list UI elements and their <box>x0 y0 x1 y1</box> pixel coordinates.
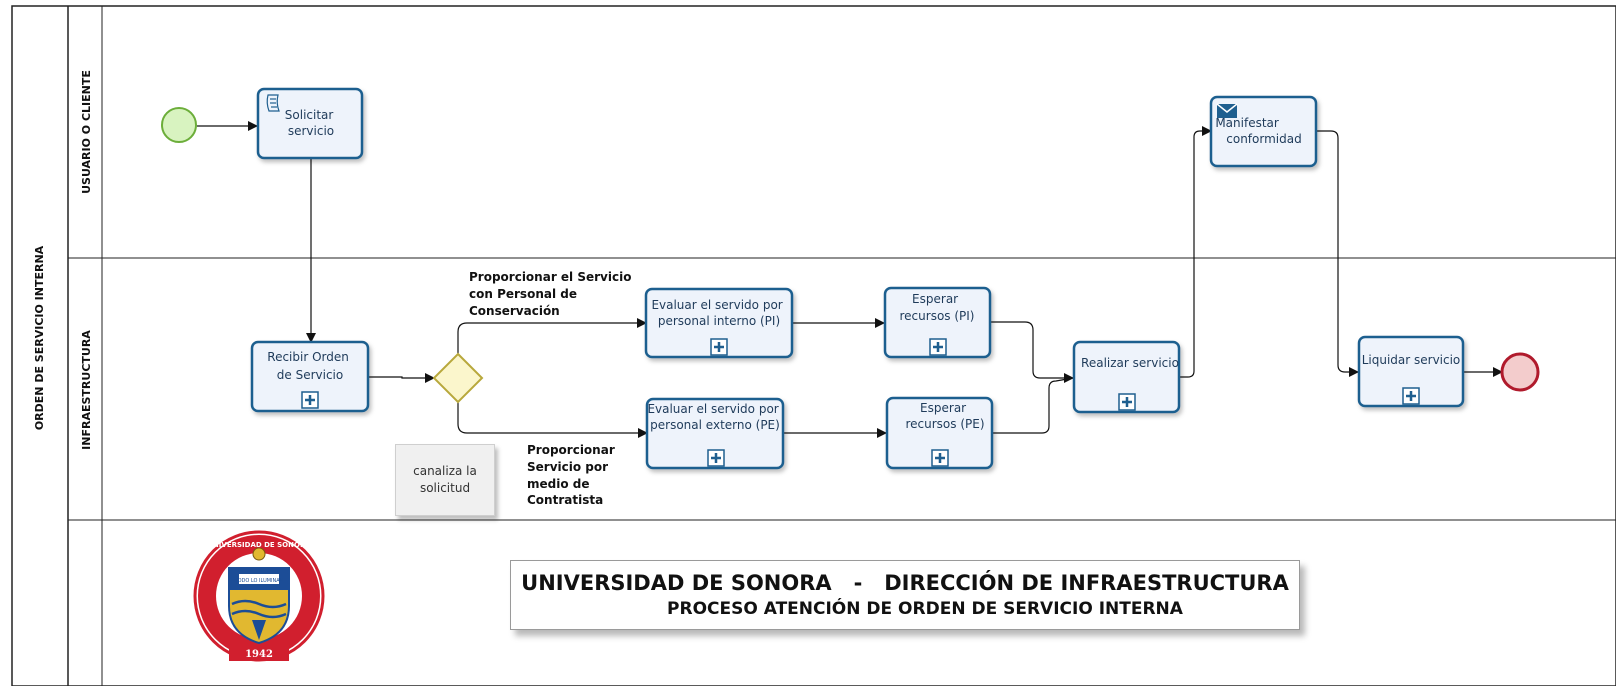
title-line-2: PROCESO ATENCIÓN DE ORDEN DE SERVICIO IN… <box>667 599 1183 619</box>
task-label-line: recursos (PI) <box>900 309 975 323</box>
pool-label: ORDEN DE SERVICIO INTERNA <box>33 245 46 430</box>
expand-subprocess-icon[interactable] <box>929 338 947 356</box>
svg-text:Evaluar el servido por p: Evaluar el servido por personal externo … <box>647 402 782 432</box>
expand-subprocess-icon[interactable] <box>707 449 725 467</box>
task-label-line: Manifestar <box>1215 116 1279 130</box>
svg-text:Recibir Orden de Servici: Recibir Orden de Servicio <box>267 350 352 382</box>
title-banner: UNIVERSIDAD DE SONORA - DIRECCIÓN DE INF… <box>510 560 1300 630</box>
text-annotation[interactable]: canaliza la solicitud <box>395 444 495 516</box>
flow-esperar-pi-to-realizar <box>990 321 1074 383</box>
expand-subprocess-icon[interactable] <box>1402 387 1420 405</box>
send-message-icon <box>1216 103 1238 118</box>
exclusive-gateway[interactable] <box>432 352 484 404</box>
task-label-line: Liquidar servicio <box>1362 353 1461 367</box>
script-task-icon <box>266 94 280 112</box>
lane-label-infraestructura: INFRAESTRUCTURA <box>80 330 93 450</box>
task-label-line: servicio <box>288 124 334 138</box>
lane-label-usuario: USUARIO O CLIENTE <box>80 70 93 194</box>
flow-recibir-to-gateway <box>368 373 435 383</box>
task-label-line: personal interno (PI) <box>658 314 780 328</box>
svg-text:Solicitar servicio: Solicitar servicio <box>285 108 337 138</box>
task-recibir-orden[interactable]: Recibir Orden de Servicio <box>250 340 370 413</box>
flow-manifestar-to-liquidar <box>1316 130 1359 377</box>
task-label-line: Evaluar el servido por <box>647 402 778 416</box>
task-label-line: Realizar servicio <box>1081 356 1179 370</box>
title-line-1: UNIVERSIDAD DE SONORA - DIRECCIÓN DE INF… <box>521 571 1289 595</box>
task-label-line: personal externo (PE) <box>650 418 780 432</box>
flow-label-bottom: Proporcionar Servicio por medio de Contr… <box>527 443 619 507</box>
task-label-line: Evaluar el servido por <box>651 298 782 312</box>
task-label-line: Esperar <box>912 292 958 306</box>
flow-label-top: Proporcionar el Servicio con Personal de… <box>469 270 636 318</box>
task-manifestar-conformidad[interactable]: Manifestar conformidad <box>1209 95 1318 168</box>
seal-motto: TODO LO ILUMINAN <box>234 578 284 584</box>
start-event[interactable] <box>161 107 197 143</box>
task-label-line: de Servicio <box>277 368 343 382</box>
task-label-line: Esperar <box>920 401 966 415</box>
task-realizar-servicio[interactable]: Realizar servicio <box>1072 340 1181 414</box>
end-event[interactable] <box>1500 352 1540 392</box>
expand-subprocess-icon[interactable] <box>931 449 949 467</box>
task-liquidar-servicio[interactable]: Liquidar servicio <box>1357 335 1465 408</box>
svg-text:Esperar recursos (PI): Esperar recursos (PI) <box>900 292 975 323</box>
university-seal-logo: UNIVERSIDAD DE SONORA TODO LO ILUMINAN 1… <box>193 530 325 664</box>
task-label-line: recursos (PE) <box>905 417 984 431</box>
task-label-line: conformidad <box>1226 132 1301 146</box>
expand-subprocess-icon[interactable] <box>1118 393 1136 411</box>
seal-year: 1942 <box>245 649 273 660</box>
task-label-line: Solicitar <box>285 108 334 122</box>
task-evaluar-pe[interactable]: Evaluar el servido por personal externo … <box>645 397 785 470</box>
sequence-flows <box>197 121 1503 438</box>
task-esperar-pe[interactable]: Esperar recursos (PE) <box>885 396 994 470</box>
expand-subprocess-icon[interactable] <box>710 338 728 356</box>
seal-top-text: UNIVERSIDAD DE SONORA <box>207 541 311 549</box>
flow-gateway-to-evaluar-pi <box>457 318 647 354</box>
expand-subprocess-icon[interactable] <box>301 391 319 409</box>
task-esperar-pi[interactable]: Esperar recursos (PI) <box>883 286 992 359</box>
task-label-line: Recibir Orden <box>267 350 349 364</box>
svg-text:Liquidar servicio: Liquidar servicio <box>1362 353 1461 367</box>
task-solicitar-servicio[interactable]: Solicitar servicio <box>256 87 364 160</box>
svg-text:Manifestar conformidad: Manifestar conformidad <box>1215 116 1301 146</box>
flow-esperar-pe-to-realizar <box>992 377 1074 434</box>
annotation-text: canaliza la solicitud <box>413 464 477 495</box>
svg-text:Esperar recursos (PE): Esperar recursos (PE) <box>905 401 984 431</box>
svg-text:Realizar servicio: Realizar servicio <box>1081 356 1179 370</box>
flow-gateway-to-evaluar-pe <box>457 401 648 438</box>
task-evaluar-pi[interactable]: Evaluar el servido por personal interno … <box>644 287 794 359</box>
flow-realizar-to-manifestar <box>1179 126 1212 378</box>
svg-text:Evaluar el servido por p: Evaluar el servido por personal interno … <box>651 298 786 328</box>
